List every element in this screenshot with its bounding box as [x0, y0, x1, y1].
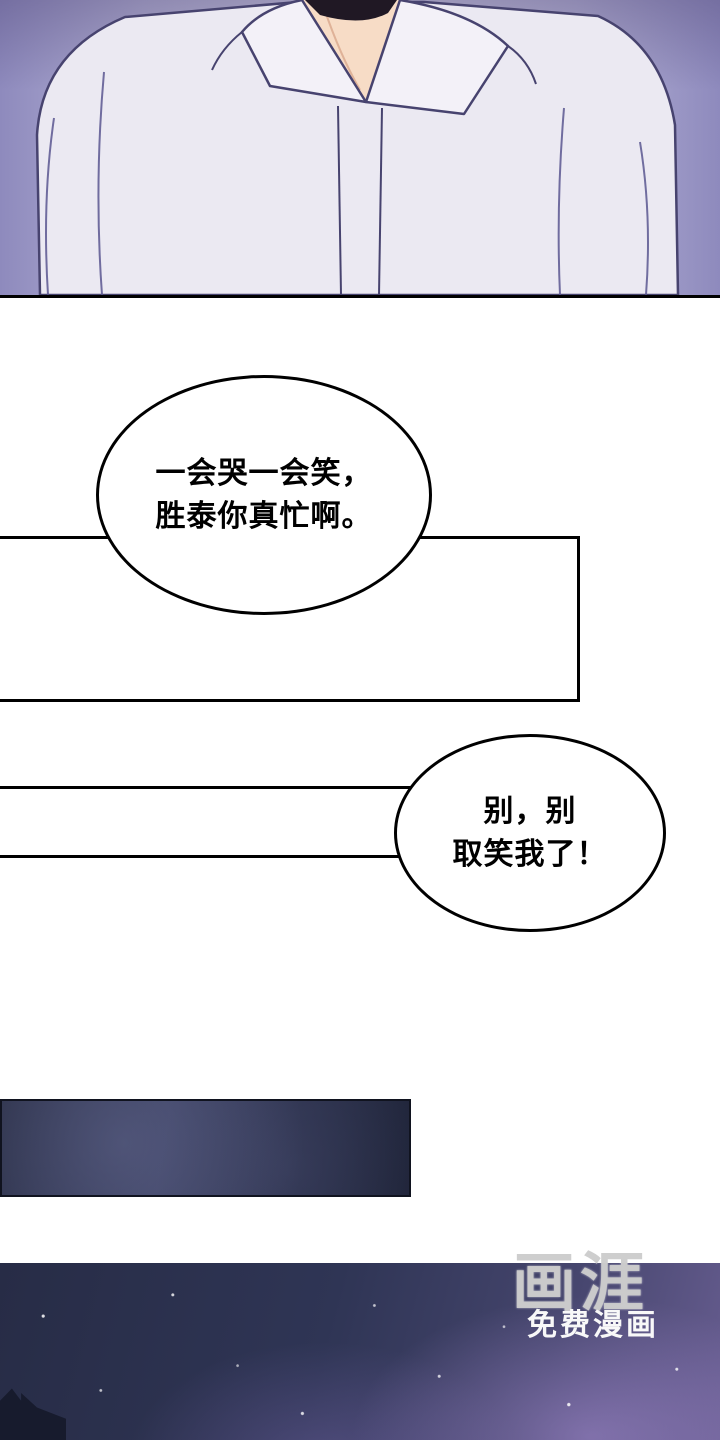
chin-shadow — [305, 0, 397, 21]
speech-bubble-2: 别，别 取笑我了！ — [394, 734, 666, 932]
collar-right — [364, 0, 510, 116]
bubble-2-line-2: 取笑我了！ — [452, 838, 608, 871]
panel-night-small — [0, 1099, 411, 1197]
neck-shading — [323, 7, 361, 91]
collar-seam-left — [211, 31, 243, 71]
collar-left — [240, 0, 368, 104]
panel-frame-2 — [0, 786, 432, 858]
shirt-fold-lines — [45, 71, 649, 295]
shirt-body — [35, 0, 680, 295]
speech-bubble-1: 一会哭一会笑， 胜泰你真忙啊。 — [96, 375, 432, 615]
neck-skin — [302, 0, 400, 102]
bubble-1-line-1: 一会哭一会笑， — [155, 456, 373, 490]
shirt-placket — [337, 105, 383, 295]
shirt-illustration — [0, 0, 720, 295]
speech-bubble-1-text: 一会哭一会笑， 胜泰你真忙啊。 — [156, 452, 373, 539]
collar-seam-right — [507, 45, 537, 85]
panel-night-sky — [0, 1263, 720, 1440]
bubble-1-line-2: 胜泰你真忙啊。 — [155, 500, 373, 533]
building-silhouette — [0, 1388, 66, 1440]
panel-shirt — [0, 0, 720, 298]
speech-bubble-2-text: 别，别 取笑我了！ — [453, 790, 608, 877]
bubble-2-line-1: 别，别 — [483, 794, 577, 828]
